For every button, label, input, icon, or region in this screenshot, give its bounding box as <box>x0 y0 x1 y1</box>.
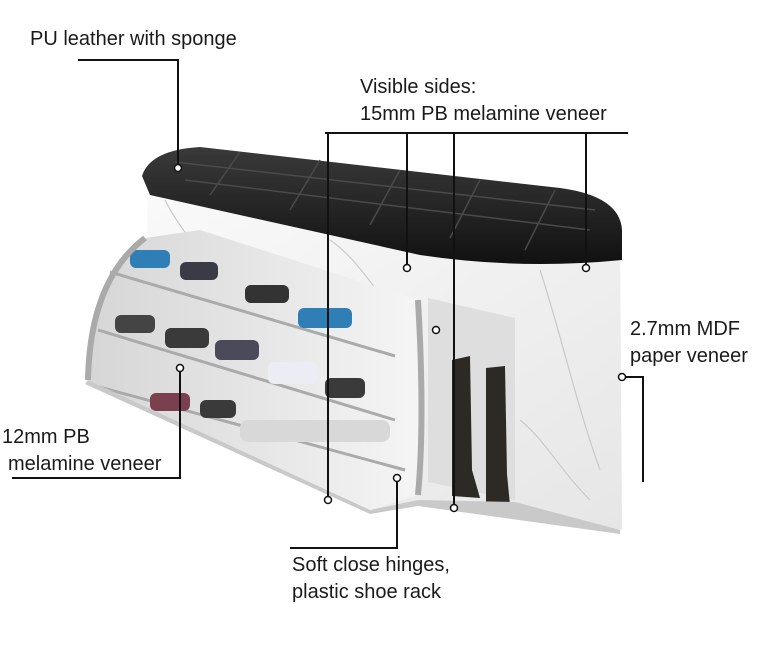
sides-callout: Visible sides: 15mm PB melamine veneer <box>360 74 607 128</box>
hinges-callout-line2: plastic shoe rack <box>292 581 441 603</box>
seat-callout: PU leather with sponge <box>30 26 237 53</box>
hinges-callout-line1: Soft close hinges, <box>292 554 450 576</box>
shoe-cabinet <box>85 147 622 534</box>
pb-leader <box>12 368 181 479</box>
mdf-leader <box>622 376 644 482</box>
sides-callout-line2: 15mm PB melamine veneer <box>360 103 607 125</box>
pb-callout-line1: 12mm PB <box>2 426 90 448</box>
seat-cushion <box>142 147 622 264</box>
seat-callout-line1: PU leather with sponge <box>30 28 237 50</box>
mdf-callout-line2: paper veneer <box>630 345 748 367</box>
mdf-callout-line1: 2.7mm MDF <box>630 318 740 340</box>
cabinet-base <box>85 380 620 534</box>
pb-callout: 12mm PB melamine veneer <box>2 424 161 478</box>
drum-frame <box>85 235 147 381</box>
hinges-callout: Soft close hinges, plastic shoe rack <box>292 552 450 606</box>
sides-callout-line1: Visible sides: <box>360 76 477 98</box>
pb-callout-line2: melamine veneer <box>8 453 162 475</box>
leader-lines <box>12 59 644 549</box>
leader-dots <box>173 163 627 513</box>
hinges-leader <box>290 478 398 549</box>
cushion-seams <box>174 151 596 251</box>
mdf-callout: 2.7mm MDF paper veneer <box>630 316 748 370</box>
boots <box>452 356 510 505</box>
seat-leader <box>78 59 179 170</box>
